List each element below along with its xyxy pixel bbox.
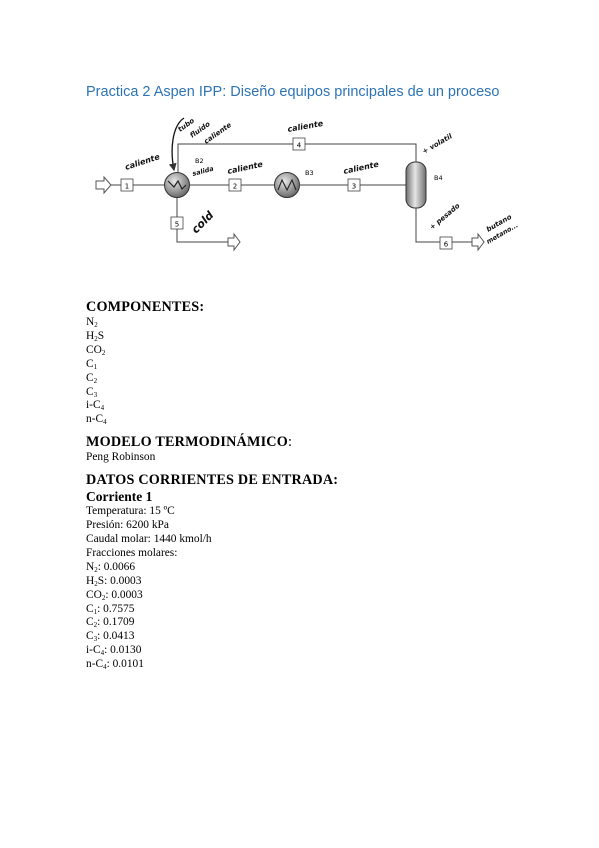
- modelo-heading: MODELO TERMODINÁMICO:: [86, 434, 293, 451]
- feed-arrow-icon: [95, 175, 112, 195]
- product-arrow-icon: [227, 232, 241, 252]
- handwritten-caliente-2: caliente: [227, 160, 265, 176]
- handwritten-caliente-in: caliente: [124, 152, 162, 172]
- componentes-list: N2 H2S CO2 C1 C2 C3 i-C4 n-C4: [86, 316, 566, 427]
- component-item: n-C4: [86, 413, 107, 427]
- svg-text:5: 5: [175, 221, 179, 229]
- component-item: CO2: [86, 343, 106, 357]
- fracciones-label: Fracciones molares:: [86, 546, 178, 559]
- temperatura-line: Temperatura: 15 ºC: [86, 505, 175, 518]
- page-title: Practica 2 Aspen IPP: Diseño equipos pri…: [86, 84, 500, 100]
- handwritten-caliente-3: caliente: [343, 160, 381, 176]
- svg-text:1: 1: [125, 183, 129, 191]
- stream-6-label: 6: [439, 236, 453, 250]
- componentes-heading: COMPONENTES:: [86, 299, 205, 315]
- stream-5-label: 5: [170, 216, 184, 230]
- heat-exchanger-b2-icon: [164, 172, 190, 198]
- bottoms-arrow-icon: [471, 232, 485, 252]
- svg-text:3: 3: [352, 183, 356, 191]
- fraction-item: CO2: 0.0003: [86, 588, 143, 602]
- svg-text:4: 4: [297, 142, 302, 150]
- component-item: H2S: [86, 329, 105, 343]
- fracciones-list: N2: 0.0066 H2S: 0.0003 CO2: 0.0003 C1: 0…: [86, 561, 566, 672]
- block-b3-label: B3: [305, 169, 314, 177]
- svg-text:6: 6: [444, 241, 449, 249]
- svg-text:2: 2: [233, 183, 237, 191]
- cooler-b3-icon: [274, 172, 300, 198]
- column-b4-icon: [405, 161, 427, 209]
- datos-heading: DATOS CORRIENTES DE ENTRADA:: [86, 472, 339, 489]
- handwritten-frio: cold: [189, 209, 216, 236]
- handwritten-volatil: + volatil: [421, 132, 454, 156]
- fraction-item: C3: 0.0413: [86, 630, 135, 644]
- stream-3-label: 3: [347, 178, 361, 192]
- stream-4-label: 4: [292, 137, 306, 151]
- modelo-value: Peng Robinson: [86, 451, 156, 464]
- component-item: C1: [86, 357, 98, 371]
- component-item: C3: [86, 385, 98, 399]
- component-item: C2: [86, 371, 98, 385]
- fraction-item: i-C4: 0.0130: [86, 644, 142, 658]
- block-b2-label: B2: [195, 157, 204, 165]
- fraction-item: C1: 0.7575: [86, 602, 135, 616]
- fraction-item: n-C4: 0.0101: [86, 658, 144, 672]
- fraction-item: C2: 0.1709: [86, 616, 135, 630]
- handwritten-salida: salida: [191, 165, 214, 178]
- handwritten-arrow-icon: [168, 117, 185, 172]
- document-body: COMPONENTES: N2 H2S CO2 C1 C2 C3 i-C4 n-…: [86, 299, 566, 672]
- stream-2-label: 2: [228, 178, 242, 192]
- component-item: N2: [86, 316, 98, 329]
- process-flow-diagram: 1 B2 2 B3 3 B4 4 5: [95, 117, 519, 252]
- caudal-line: Caudal molar: 1440 kmol/h: [86, 532, 212, 545]
- fraction-item: H2S: 0.0003: [86, 574, 142, 588]
- handwritten-pesado: + pesado: [428, 202, 461, 232]
- corriente-heading: Corriente 1: [86, 489, 153, 505]
- handwritten-caliente-recycle: caliente: [287, 119, 325, 134]
- stream-1-label: 1: [120, 178, 134, 192]
- component-item: i-C4: [86, 399, 105, 413]
- fraction-item: N2: 0.0066: [86, 560, 136, 574]
- presion-line: Presión: 6200 kPa: [86, 519, 169, 532]
- block-b4-label: B4: [434, 174, 443, 182]
